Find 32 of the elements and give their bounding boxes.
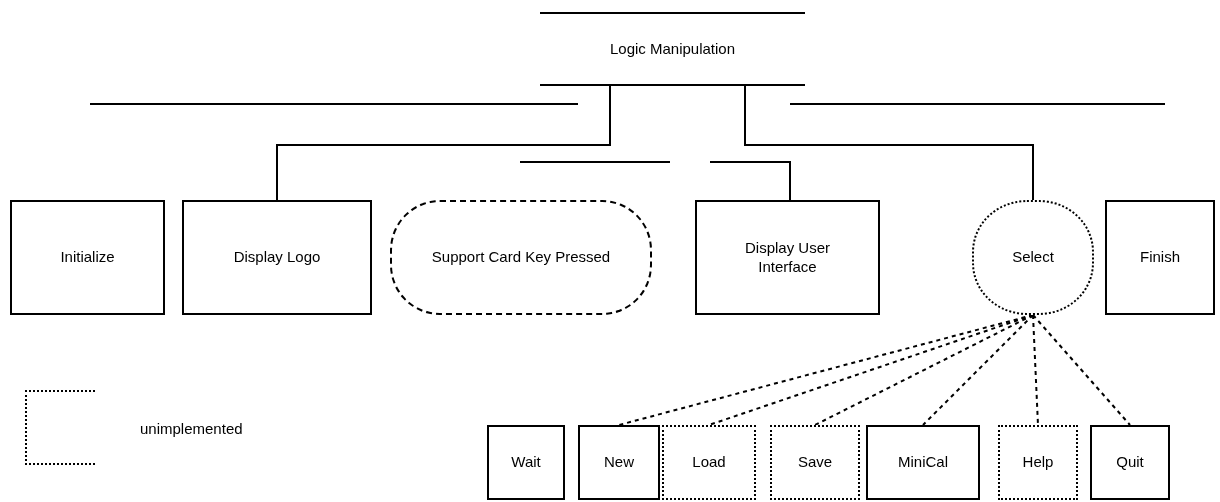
module-box [10, 200, 165, 315]
module-box [1090, 425, 1170, 500]
module-label: New [603, 453, 635, 472]
module-box [182, 200, 372, 315]
module-box [662, 425, 756, 500]
module-box [770, 425, 860, 500]
module-box [998, 425, 1078, 500]
module-label: Save [796, 453, 834, 472]
module-label: Help [1021, 453, 1055, 472]
module-box [1105, 200, 1215, 315]
module-label: Finish [1139, 248, 1181, 267]
connector-line [1032, 314, 1039, 426]
module-box [866, 425, 980, 500]
module-label: Wait [510, 453, 542, 472]
module-label: Display Logo [232, 248, 322, 267]
module-label: Display User Interface [744, 238, 831, 277]
module-label: MiniCal [897, 453, 949, 472]
legend-label: unimplemented [140, 419, 243, 439]
module-box [578, 425, 660, 500]
module-box [487, 425, 565, 500]
module-label: Support Card Key Pressed [430, 248, 612, 267]
connector-line [744, 85, 1034, 201]
connector-line [922, 314, 1034, 426]
module-label: Quit [1115, 453, 1145, 472]
connector-line [814, 314, 1034, 426]
module-label: Initialize [59, 248, 116, 267]
module-box [695, 200, 880, 315]
module-label: Load [691, 453, 727, 472]
module-label: Logic Manipulation [608, 39, 737, 59]
module-label: Select [1011, 248, 1055, 267]
connector-line [1032, 314, 1131, 426]
connector-line [276, 85, 611, 201]
